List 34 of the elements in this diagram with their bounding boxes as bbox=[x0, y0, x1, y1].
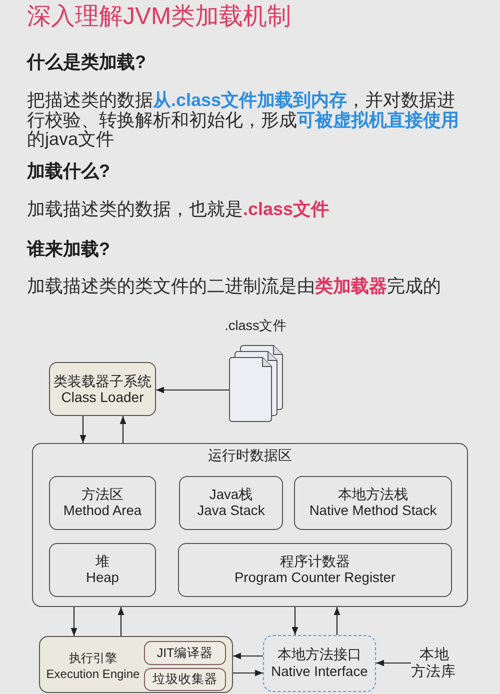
memory-area-box: 本地方法栈 Native Method Stack bbox=[294, 476, 452, 530]
arrow bbox=[120, 416, 126, 443]
arrow bbox=[376, 660, 411, 666]
paragraph: 加载描述类的类文件的二进制流是由类加载器完成的 bbox=[27, 277, 442, 296]
library-label: 本地方法库 bbox=[411, 647, 458, 681]
memory-area-box: 方法区 Method Area bbox=[49, 476, 156, 530]
memory-area-box: Java栈 Java Stack bbox=[179, 476, 283, 530]
arrow bbox=[233, 652, 263, 660]
memory-area-box: 程序计数器 Program Counter Register bbox=[178, 543, 452, 597]
memory-area-box: 堆 Heap bbox=[49, 543, 156, 597]
arrow bbox=[80, 416, 86, 443]
section-heading: 什么是类加载? bbox=[27, 51, 146, 73]
section-heading: 加载什么? bbox=[27, 160, 110, 182]
subsystem-box: 类装载器子系统 Class Loader bbox=[49, 362, 156, 416]
arrow bbox=[70, 607, 78, 636]
page-title: 深入理解JVM类加载机制 bbox=[27, 3, 291, 31]
section-heading: 谁来加载? bbox=[27, 238, 110, 260]
component-box: 垃圾收集器 bbox=[144, 668, 226, 691]
file-caption: .class文件 bbox=[224, 318, 288, 334]
component-box: JIT编译器 bbox=[144, 641, 226, 665]
engine-label: 执行引擎 bbox=[68, 651, 118, 666]
paragraph: 加载描述类的数据，也就是.class文件 bbox=[27, 200, 330, 220]
paragraph: 把描述类的数据从.class文件加载到内存，并对数据进行校验、转换解析和初始化，形成可被虚拟机直接使用的java文件 bbox=[27, 91, 460, 150]
arrow bbox=[118, 607, 124, 636]
area-title: 运行时数据区 bbox=[207, 448, 293, 464]
interface-box: 本地方法接口 Native Interface bbox=[263, 635, 376, 692]
arrow bbox=[292, 607, 298, 635]
engine-label: Execution Engine bbox=[45, 667, 141, 682]
arrow bbox=[334, 607, 340, 635]
engine-box bbox=[39, 636, 233, 693]
arrow bbox=[156, 386, 229, 394]
arrow bbox=[233, 670, 263, 676]
documents-picture bbox=[229, 345, 283, 422]
area-panel bbox=[32, 443, 468, 607]
